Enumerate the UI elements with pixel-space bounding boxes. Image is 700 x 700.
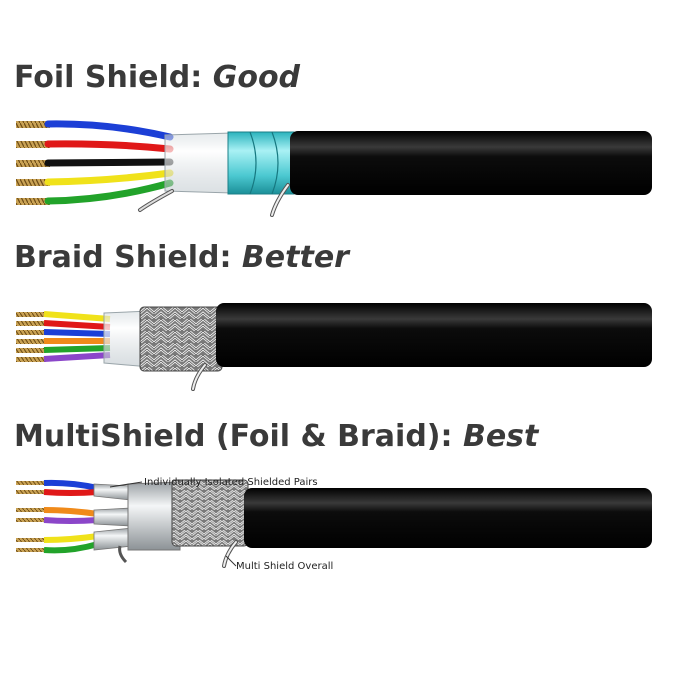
callout-line-overall — [225, 555, 237, 567]
foil-shield-cable-illustration — [16, 120, 652, 217]
multishield-cable-illustration: Individually Isolated Shielded Pairs Mul… — [16, 477, 652, 572]
copper-conductor-5 — [16, 198, 50, 205]
pair-foil-2 — [93, 507, 133, 527]
multishield-rating: Best — [462, 419, 539, 454]
copper-conductor-3 — [16, 160, 50, 167]
copper-conductor-1 — [16, 121, 50, 128]
braid-shield-cable-illustration — [16, 303, 652, 391]
foil-wrap-seam — [249, 131, 279, 195]
braid-shield-layer — [139, 306, 223, 372]
multishield-wire-pairs — [16, 479, 133, 564]
wire-green — [43, 541, 99, 554]
pair-foil-3 — [93, 527, 133, 551]
wire-yellow — [44, 169, 174, 186]
wire-red — [44, 140, 174, 153]
foil-cable-wires — [16, 120, 174, 205]
multishield-heading: MultiShield (Foil & Braid): Best — [14, 419, 539, 454]
wire-yellow — [43, 533, 99, 543]
wire-purple — [43, 517, 99, 524]
callout-overall: Multi Shield Overall — [236, 561, 333, 572]
wire-black — [44, 158, 174, 167]
callout-line-pairs — [109, 481, 143, 488]
wire-blue — [43, 329, 111, 337]
foil-shield-title: Foil Shield — [14, 60, 191, 95]
wire-blue — [44, 120, 174, 141]
wire-green — [44, 179, 174, 205]
wire-green — [43, 345, 111, 353]
callout-pairs: Individually Isolated Shielded Pairs — [144, 477, 318, 488]
foil-shield-rating: Good — [212, 60, 301, 95]
overall-foil-layer — [127, 481, 181, 551]
clear-inner-wrap — [164, 132, 233, 194]
braid-shield-heading: Braid Shield: Better — [14, 240, 349, 275]
wire-blue — [43, 479, 99, 491]
wire-red — [43, 320, 111, 330]
braid-shield-layer — [171, 479, 249, 547]
foil-shield-heading: Foil Shield: Good — [14, 60, 301, 95]
outer-jacket — [244, 488, 652, 548]
braid-shield-rating: Better — [241, 240, 349, 275]
wire-red — [43, 489, 99, 496]
outer-jacket — [216, 303, 652, 367]
copper-conductor-4 — [16, 179, 50, 186]
copper-conductor-2 — [16, 141, 50, 148]
wire-yellow — [43, 311, 111, 322]
outer-jacket — [290, 131, 652, 195]
multishield-title: MultiShield (Foil & Braid) — [14, 419, 441, 454]
foil-shield-layer — [227, 131, 295, 195]
wire-purple — [43, 352, 111, 362]
braid-cable-wires — [16, 311, 111, 362]
braid-shield-title: Braid Shield — [14, 240, 220, 275]
wire-orange — [43, 507, 99, 517]
